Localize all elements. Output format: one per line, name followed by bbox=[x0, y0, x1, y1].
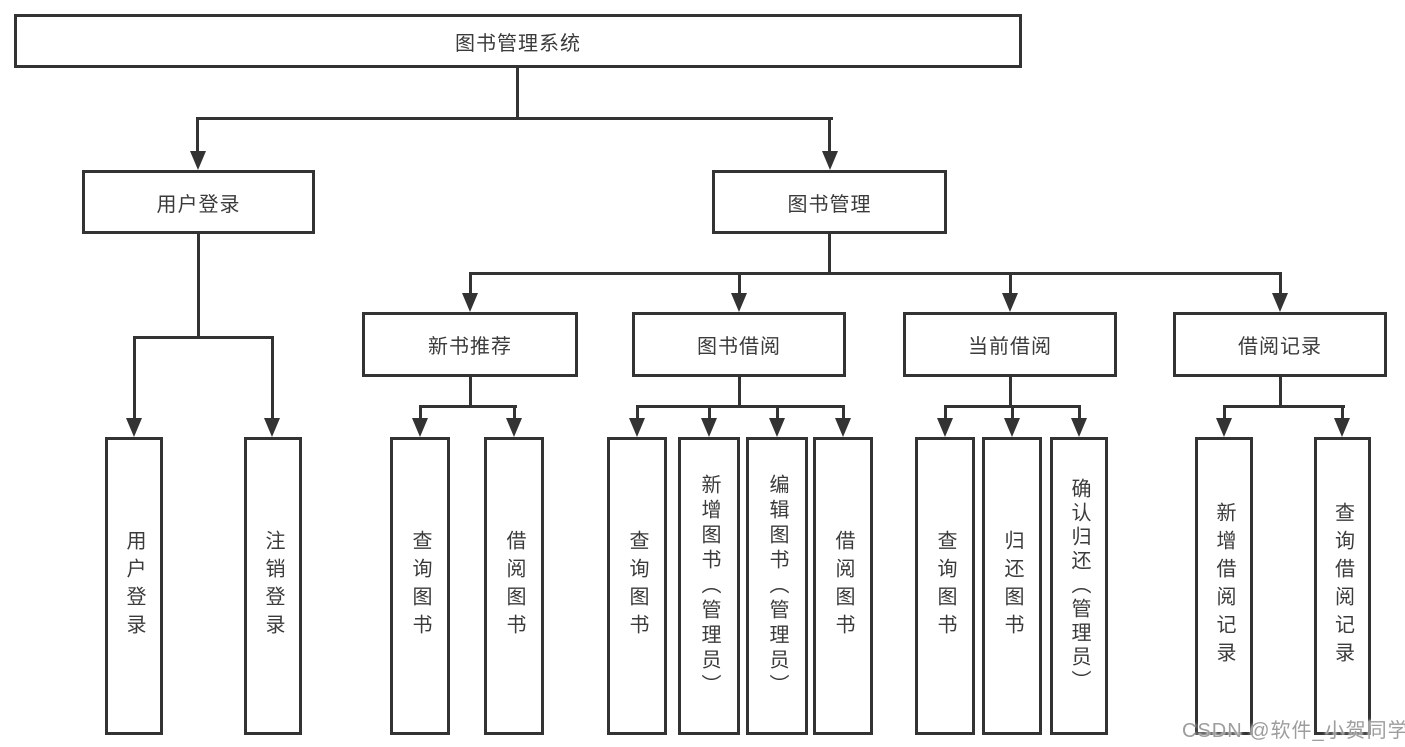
arrowhead-bb-edit bbox=[769, 418, 785, 437]
connector-records-bar bbox=[1223, 405, 1345, 408]
leaf-current-query-books: 查询图书 bbox=[915, 437, 975, 735]
connector-stem-newrec-borrow bbox=[513, 405, 516, 419]
leaf-newrec-query-books: 查询图书 bbox=[390, 437, 450, 735]
connector-root-stub bbox=[516, 68, 519, 119]
arrowhead-bb-query bbox=[629, 418, 645, 437]
node-label: 借阅记录 bbox=[1238, 336, 1322, 358]
node-label: 新增图书（管理员） bbox=[698, 473, 720, 699]
arrowhead-borrow-records bbox=[1272, 293, 1288, 312]
node-label: 图书管理系统 bbox=[455, 32, 581, 55]
arrowhead-br-query bbox=[1334, 418, 1350, 437]
node-book-borrowing: 图书借阅 bbox=[632, 312, 846, 377]
leaf-current-confirm-return-admin: 确认归还（管理员） bbox=[1050, 437, 1108, 735]
leaf-records-add-record: 新增借阅记录 bbox=[1195, 437, 1253, 735]
leaf-current-return-books: 归还图书 bbox=[982, 437, 1042, 735]
connector-stem-book-mgmt bbox=[828, 117, 831, 152]
arrowhead-book-borrow bbox=[731, 293, 747, 312]
node-label: 用户登录 bbox=[123, 530, 145, 642]
connector-stem-cb-return bbox=[1011, 405, 1014, 419]
leaf-user-login: 用户登录 bbox=[105, 437, 163, 735]
connector-newrec-stub bbox=[469, 377, 472, 408]
node-label: 编辑图书（管理员） bbox=[766, 473, 788, 699]
node-new-book-recommendation: 新书推荐 bbox=[362, 312, 578, 377]
node-label: 当前借阅 bbox=[968, 336, 1052, 358]
node-label: 查询图书 bbox=[626, 530, 648, 642]
node-label: 用户登录 bbox=[156, 193, 241, 216]
leaf-borrow-edit-books-admin: 编辑图书（管理员） bbox=[746, 437, 808, 735]
connector-stem-bb-edit bbox=[776, 405, 779, 419]
node-label: 查询图书 bbox=[934, 530, 956, 642]
connector-stem-newrec-query bbox=[419, 405, 422, 419]
node-label: 注销登录 bbox=[262, 530, 284, 642]
node-label: 确认归还（管理员） bbox=[1068, 478, 1090, 694]
node-label: 借阅图书 bbox=[503, 530, 525, 642]
csdn-watermark: CSDN @软件_小贺同学 bbox=[1182, 720, 1405, 742]
connector-stem-book-borrow bbox=[738, 272, 741, 294]
node-label: 新书推荐 bbox=[428, 336, 512, 358]
connector-stem-user-login bbox=[196, 117, 199, 152]
node-label: 新增借阅记录 bbox=[1213, 502, 1235, 670]
arrowhead-cb-confirm bbox=[1071, 418, 1087, 437]
arrowhead-user-login bbox=[190, 151, 206, 170]
connector-newrec-bar bbox=[419, 405, 517, 408]
connector-stem-cb-query bbox=[944, 405, 947, 419]
node-current-borrowing: 当前借阅 bbox=[903, 312, 1117, 377]
arrowhead-newrec-borrow bbox=[506, 418, 522, 437]
connector-userlogin-stub bbox=[197, 234, 200, 339]
connector-bookborrow-stub bbox=[738, 377, 741, 408]
arrowhead-cb-query bbox=[937, 418, 953, 437]
arrowhead-leaf-logout bbox=[264, 418, 280, 437]
connector-bookborrow-bar bbox=[636, 405, 845, 408]
node-borrowing-records: 借阅记录 bbox=[1173, 312, 1387, 377]
leaf-logout: 注销登录 bbox=[244, 437, 302, 735]
connector-stem-bb-query bbox=[636, 405, 639, 419]
arrowhead-br-add bbox=[1216, 418, 1232, 437]
node-user-login: 用户登录 bbox=[82, 170, 315, 234]
arrowhead-bb-add bbox=[701, 418, 717, 437]
connector-stem-cb-confirm bbox=[1078, 405, 1081, 419]
arrowhead-cb-return bbox=[1004, 418, 1020, 437]
leaf-records-query-record: 查询借阅记录 bbox=[1314, 437, 1371, 735]
node-book-management: 图书管理 bbox=[712, 170, 947, 234]
node-label: 查询借阅记录 bbox=[1331, 502, 1354, 670]
connector-currentborrow-stub bbox=[1009, 377, 1012, 408]
connector-stem-borrow-records bbox=[1279, 272, 1282, 294]
connector-bookmgmt-bar bbox=[469, 272, 1282, 275]
node-label: 归还图书 bbox=[1001, 530, 1023, 642]
connector-stem-br-add bbox=[1223, 405, 1226, 419]
arrowhead-new-book-rec bbox=[462, 293, 478, 312]
arrowhead-current-borrow bbox=[1002, 293, 1018, 312]
arrowhead-bb-borrow bbox=[835, 418, 851, 437]
connector-stem-leaf-user-login bbox=[133, 336, 136, 419]
node-label: 查询图书 bbox=[409, 530, 431, 642]
arrowhead-leaf-user-login bbox=[126, 418, 142, 437]
connector-stem-new-book-rec bbox=[469, 272, 472, 294]
connector-stem-current-borrow bbox=[1009, 272, 1012, 294]
connector-stem-bb-borrow bbox=[842, 405, 845, 419]
connector-userlogin-bar bbox=[133, 336, 274, 339]
arrowhead-newrec-query bbox=[412, 418, 428, 437]
leaf-newrec-borrow-books: 借阅图书 bbox=[484, 437, 544, 735]
connector-records-stub bbox=[1279, 377, 1282, 408]
connector-stem-bb-add bbox=[708, 405, 711, 419]
node-library-management-system: 图书管理系统 bbox=[14, 14, 1022, 68]
connector-stem-br-query bbox=[1341, 405, 1344, 419]
connector-root-bar bbox=[196, 117, 833, 120]
connector-stem-leaf-logout bbox=[271, 336, 274, 419]
leaf-borrow-add-books-admin: 新增图书（管理员） bbox=[678, 437, 740, 735]
leaf-borrow-borrow-books: 借阅图书 bbox=[813, 437, 873, 735]
node-label: 借阅图书 bbox=[832, 530, 854, 642]
leaf-borrow-query-books: 查询图书 bbox=[607, 437, 667, 735]
connector-bookmgmt-stub bbox=[828, 234, 831, 275]
node-label: 图书借阅 bbox=[697, 336, 781, 358]
node-label: 图书管理 bbox=[787, 193, 872, 216]
arrowhead-book-mgmt bbox=[822, 151, 838, 170]
